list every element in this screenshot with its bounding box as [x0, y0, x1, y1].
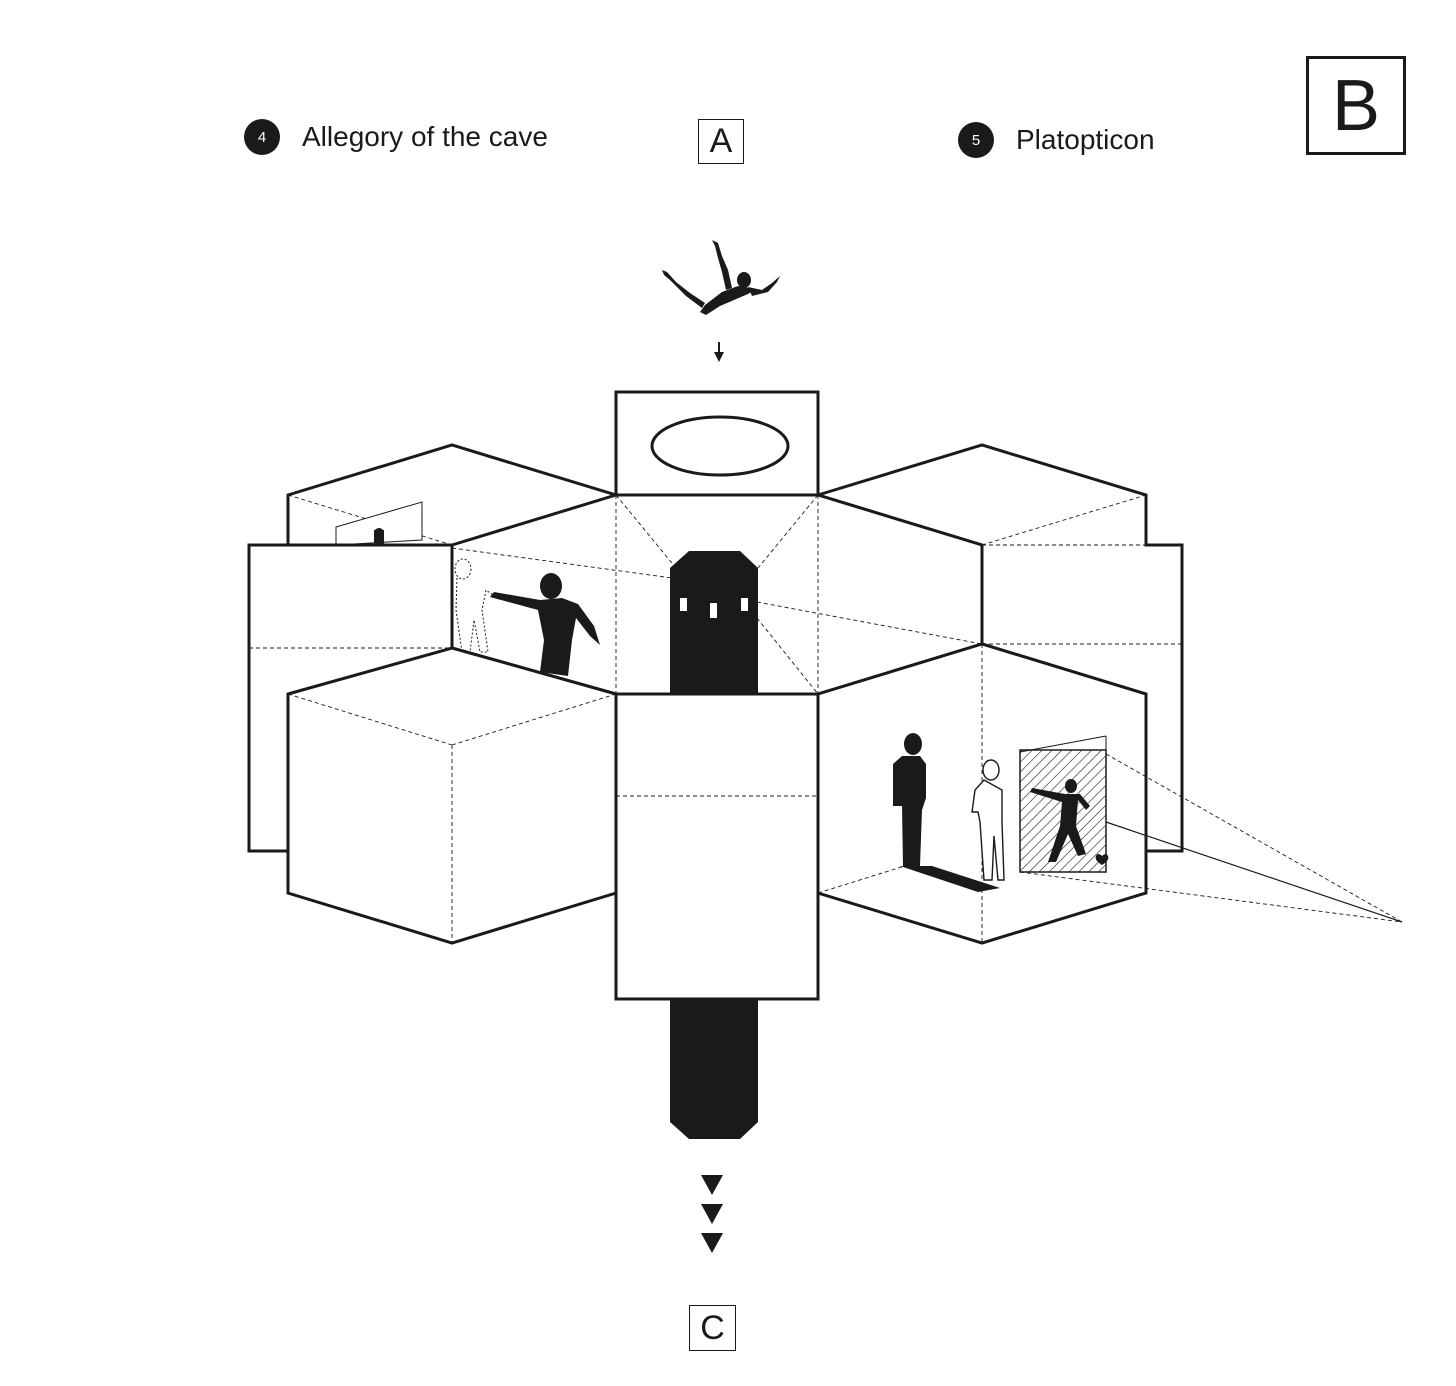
standing-figure-dark — [893, 733, 926, 866]
screen-shadow-figure — [1030, 779, 1090, 862]
projection-lines — [1019, 753, 1403, 923]
legend-label: Allegory of the cave — [302, 121, 548, 152]
cell-lower-right — [816, 642, 1148, 945]
legend-number-badge: 5 — [958, 122, 994, 158]
central-tower-base — [670, 999, 758, 1139]
oculus-oval — [650, 415, 790, 477]
legend-label: Platopticon — [1016, 124, 1155, 155]
standing-figure-light — [971, 759, 1005, 881]
legend-item-platopticon: 5 Platopticon — [958, 122, 1155, 158]
legend-number-badge: 4 — [244, 119, 280, 155]
panel-label-b: B — [1306, 56, 1406, 155]
shadow-figure-pointing — [490, 573, 600, 676]
legend-item-allegory: 4 Allegory of the cave — [244, 119, 548, 155]
section-label-a: A — [698, 119, 744, 164]
down-arrow-icon — [714, 342, 724, 362]
outline-figure — [454, 558, 501, 653]
descending-arrows-icon — [701, 1175, 723, 1253]
falling-figure — [662, 240, 780, 315]
central-tower — [670, 551, 758, 694]
cell-front-center — [614, 692, 820, 1001]
cell-lower-left — [286, 646, 618, 945]
cell-top-center — [614, 390, 820, 497]
cell-center — [450, 493, 984, 696]
section-label-c: C — [689, 1305, 736, 1351]
